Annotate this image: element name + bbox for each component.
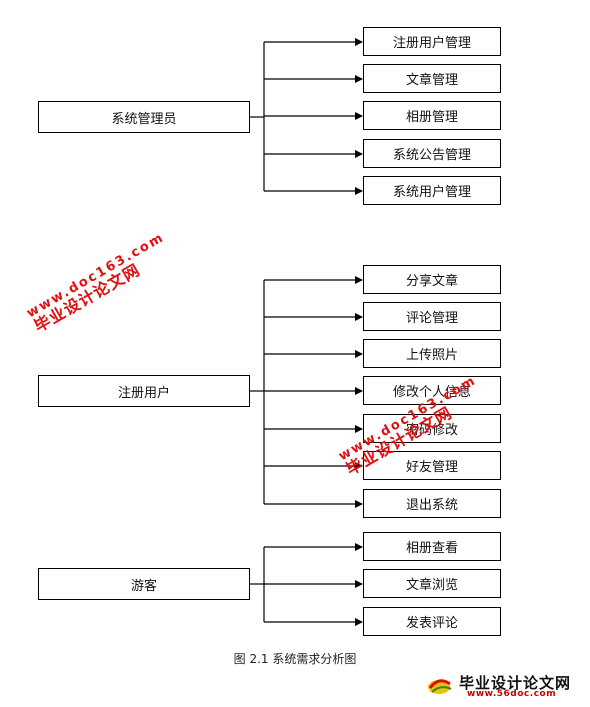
role-box-registered-user: 注册用户 [38, 375, 250, 407]
node-admin-album-management: 相册管理 [363, 101, 501, 130]
node-user-share-article: 分享文章 [363, 265, 501, 294]
site-logo: 毕业设计论文网 www.56doc.com [427, 672, 583, 700]
node-admin-notice-management: 系统公告管理 [363, 139, 501, 168]
node-user-friend-management: 好友管理 [363, 451, 501, 480]
node-guest-browse-articles: 文章浏览 [363, 569, 501, 598]
node-admin-user-management: 注册用户管理 [363, 27, 501, 56]
node-guest-post-comment: 发表评论 [363, 607, 501, 636]
logo-url: www.56doc.com [467, 689, 557, 699]
node-user-logout: 退出系统 [363, 489, 501, 518]
logo-icon [428, 679, 452, 694]
role-box-admin: 系统管理员 [38, 101, 250, 133]
node-user-change-password: 密码修改 [363, 414, 501, 443]
logo-text: 毕业设计论文网 [459, 674, 572, 692]
node-guest-view-album: 相册查看 [363, 532, 501, 561]
node-user-upload-photo: 上传照片 [363, 339, 501, 368]
node-user-comment-management: 评论管理 [363, 302, 501, 331]
figure-caption: 图 2.1 系统需求分析图 [233, 652, 357, 666]
role-box-guest: 游客 [38, 568, 250, 600]
node-user-edit-profile: 修改个人信息 [363, 376, 501, 405]
node-admin-sysuser-management: 系统用户管理 [363, 176, 501, 205]
node-admin-article-management: 文章管理 [363, 64, 501, 93]
